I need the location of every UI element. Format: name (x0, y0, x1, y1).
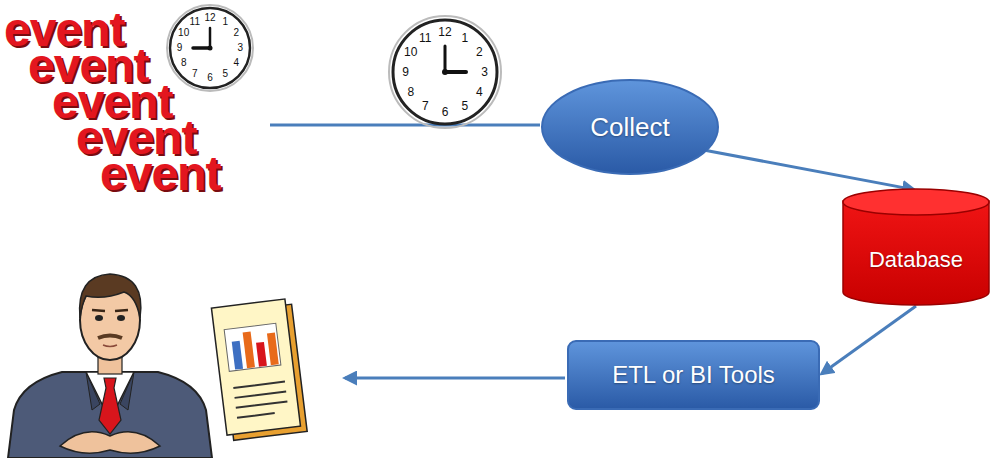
event-word: event (100, 150, 220, 198)
tool-box: ETL or BI Tools (567, 340, 820, 410)
clock-number: 4 (476, 86, 483, 98)
report-icon (211, 298, 307, 441)
clock-number: 12 (438, 26, 451, 38)
clock-number: 9 (402, 66, 409, 78)
flow-arrow (706, 151, 914, 190)
clock-number: 11 (190, 17, 200, 27)
clock-number: 3 (481, 66, 488, 78)
clock-number: 4 (234, 58, 240, 68)
clock-number: 10 (404, 46, 417, 58)
clock-number: 2 (476, 46, 483, 58)
clock-number: 8 (407, 86, 414, 98)
clock-number: 2 (234, 28, 240, 38)
clock-number: 12 (204, 13, 215, 23)
clock-number: 1 (222, 17, 228, 27)
clock-number: 8 (181, 58, 187, 68)
node-label: Collect (590, 112, 669, 143)
clock-number: 6 (442, 106, 449, 118)
clock-number: 6 (207, 73, 213, 83)
businessman-figure (8, 274, 212, 458)
clock-number: 7 (192, 69, 198, 79)
node-label: ETL or BI Tools (612, 361, 775, 389)
clock-number: 3 (238, 43, 244, 53)
collect-ellipse: Collect (540, 78, 720, 176)
clock-icon (389, 16, 501, 128)
node-label: Database (869, 247, 963, 273)
report-arrow (345, 377, 565, 380)
clock-number: 9 (177, 43, 183, 53)
clock-number: 5 (222, 69, 228, 79)
clock-number: 7 (422, 100, 429, 112)
clock-icon (167, 5, 253, 91)
clock-number: 1 (461, 32, 468, 44)
clock-number: 10 (178, 28, 189, 38)
database-cylinder: Database (842, 188, 990, 306)
clock-number: 11 (419, 32, 431, 44)
clock-number: 5 (461, 100, 468, 112)
flow-arrow (822, 306, 916, 374)
event-feed-line (270, 124, 540, 127)
